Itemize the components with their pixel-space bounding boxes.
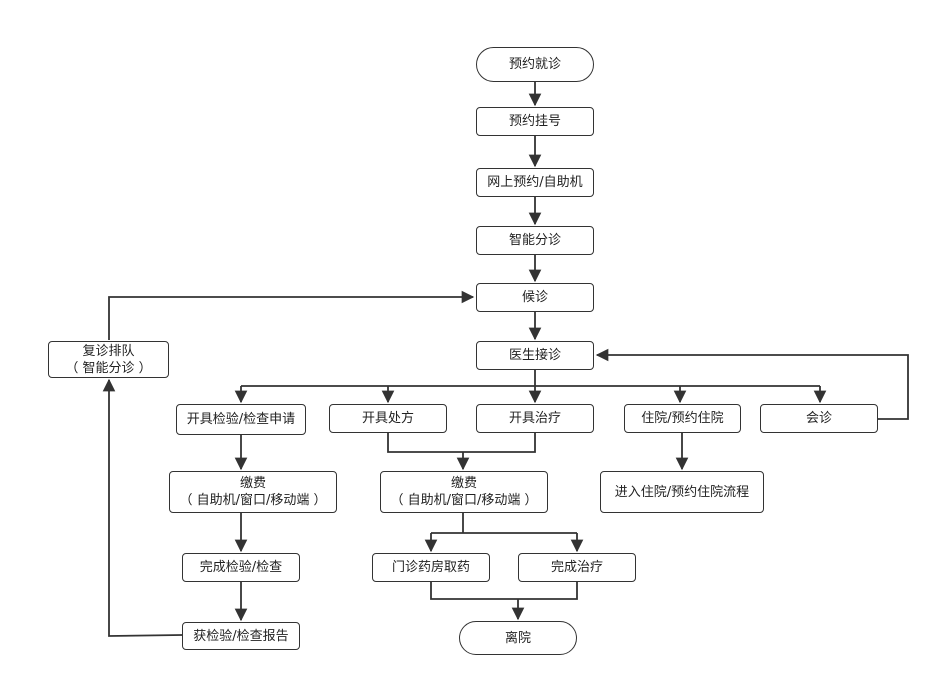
node-label: 门诊药房取药 [391,560,470,575]
arrow-revisit-to-waiting [108,290,475,340]
node-label: 开具治疗 [508,411,561,426]
node-pharmacy-pickup: 门诊药房取药 [372,553,490,582]
node-smart-triage: 智能分诊 [476,226,594,255]
node-label: 预约就诊 [508,57,561,72]
node-appointment-visit: 预约就诊 [476,47,594,82]
node-label-line2: （ 自助机/窗口/移动端 ） [179,493,327,508]
node-label: 完成治疗 [550,560,603,575]
node-label: 网上预约/自助机 [487,175,583,190]
node-admission-flow: 进入住院/预约住院流程 [600,471,764,513]
node-appointment-register: 预约挂号 [476,107,594,136]
node-label: 开具检验/检查申请 [186,412,296,427]
node-label-line1: 复诊排队 [82,343,135,359]
node-label-line2: （ 自助机/窗口/移动端 ） [390,493,538,508]
node-waiting: 候诊 [476,283,594,312]
connector-prescription-treatment-merge [387,433,536,453]
node-treatment-complete: 完成治疗 [518,553,636,582]
node-treatment: 开具治疗 [476,404,594,433]
node-get-report: 获检验/检查报告 [182,622,300,650]
node-prescription: 开具处方 [329,404,447,433]
node-label: 完成检验/检查 [199,560,283,575]
node-label: 医生接诊 [508,348,561,363]
node-revisit-queue: 复诊排队 （ 智能分诊 ） [48,341,169,378]
node-label-line2: （ 智能分诊 ） [65,360,152,376]
node-exam-complete: 完成检验/检查 [182,553,300,582]
node-label-line1: 缴费 [239,476,266,491]
connector-exit-merge [430,582,578,600]
node-payment-mid: 缴费 （ 自助机/窗口/移动端 ） [380,471,548,513]
node-label: 开具处方 [361,411,414,426]
node-label: 获检验/检查报告 [193,628,289,644]
node-consultation: 会诊 [760,404,878,433]
node-label: 预约挂号 [508,114,561,129]
node-label: 进入住院/预约住院流程 [614,484,750,500]
arrow-report-to-revisit [102,378,183,637]
node-hospitalization: 住院/预约住院 [624,404,741,433]
node-online-kiosk: 网上预约/自助机 [476,168,594,197]
arrow-consultation-to-doctor [595,348,909,420]
node-label: 智能分诊 [508,233,561,248]
node-label: 住院/预约住院 [641,411,724,426]
node-label: 离院 [504,630,531,646]
node-discharge: 离院 [459,621,577,655]
node-doctor-reception: 医生接诊 [476,341,594,370]
node-label: 候诊 [521,290,548,305]
node-label: 会诊 [805,411,832,426]
node-payment-left: 缴费 （ 自助机/窗口/移动端 ） [169,471,337,513]
node-label-line1: 缴费 [450,476,477,491]
node-exam-request: 开具检验/检查申请 [176,404,306,435]
